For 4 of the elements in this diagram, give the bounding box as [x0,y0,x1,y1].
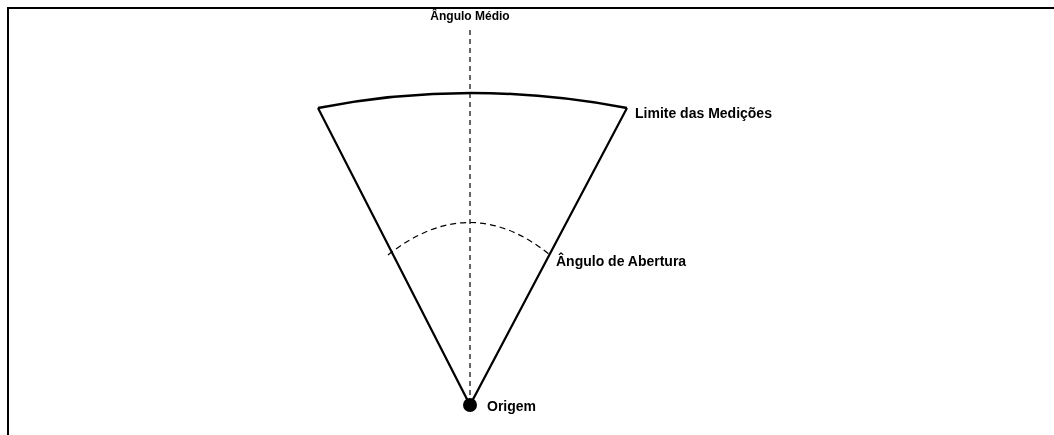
origin-label: Origem [487,398,536,414]
boundary-label: Limite das Medições [635,105,772,121]
angle-label: Ângulo de Abertura [556,253,687,269]
axis-label: Ângulo Médio [430,9,510,23]
